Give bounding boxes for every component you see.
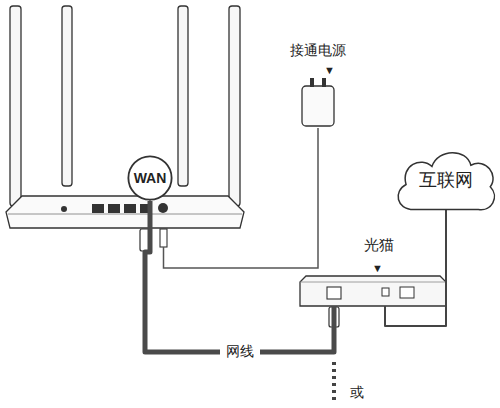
power-cable bbox=[164, 128, 319, 268]
alternative-cable bbox=[332, 362, 336, 404]
modem-body bbox=[300, 276, 446, 306]
antenna bbox=[229, 6, 240, 206]
device-label: 光猫 bbox=[364, 236, 394, 255]
lan-port bbox=[92, 204, 104, 213]
power-label: 接通电源 bbox=[290, 42, 346, 60]
reset-button bbox=[61, 206, 67, 212]
pointer-mark: ▼ bbox=[372, 262, 383, 274]
lan-port bbox=[108, 204, 120, 213]
antenna bbox=[178, 6, 188, 186]
fiber-line bbox=[385, 210, 446, 326]
alternative-label: 或 bbox=[350, 384, 364, 402]
pointer-mark: ▼ bbox=[324, 64, 335, 76]
router-body bbox=[6, 196, 244, 228]
internet-cloud: 互联网 bbox=[392, 146, 500, 214]
modem-port bbox=[327, 287, 341, 299]
optical-modem: 光猫 bbox=[300, 276, 446, 306]
power-adapter bbox=[302, 86, 334, 126]
antenna bbox=[62, 6, 72, 186]
power-plug bbox=[160, 229, 167, 247]
lan-port bbox=[124, 204, 136, 213]
power-jack bbox=[158, 203, 168, 213]
edge-label: 网线 bbox=[220, 342, 260, 362]
wan-callout: WAN bbox=[127, 155, 173, 201]
network-cable bbox=[145, 201, 334, 352]
node-text: 互联网 bbox=[419, 168, 473, 192]
node-text: WAN bbox=[134, 170, 167, 186]
antenna bbox=[10, 6, 21, 206]
